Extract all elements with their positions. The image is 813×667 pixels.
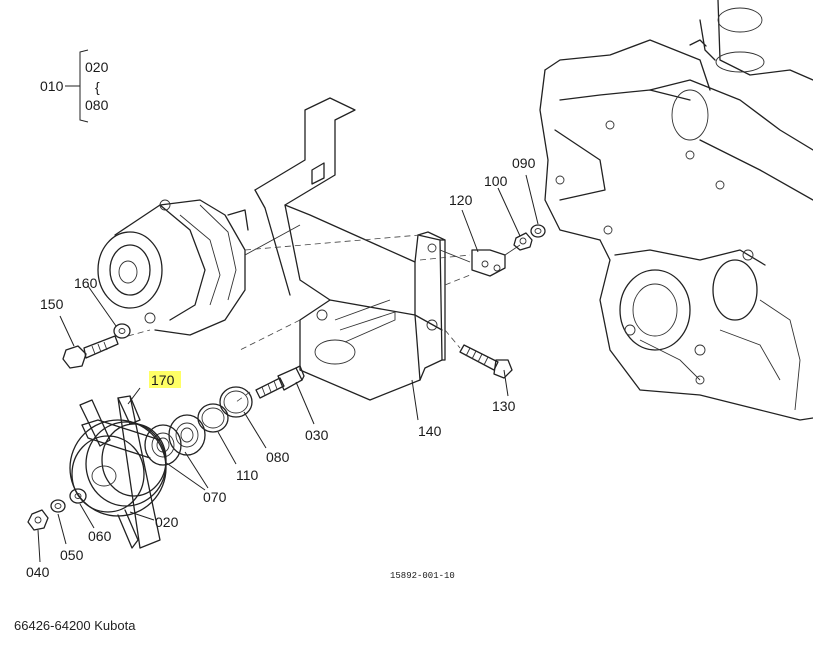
part-label-130[interactable]: 130 — [492, 398, 516, 414]
part-label-160[interactable]: 160 — [74, 275, 98, 291]
part-label-030[interactable]: 030 — [305, 427, 329, 443]
parts-diagram: 010 020 { 080 020 030 040 050 060 070 08… — [26, 0, 813, 581]
part-labels: 010 020 { 080 020 030 040 050 060 070 08… — [26, 59, 536, 580]
clip-and-fasteners — [471, 224, 546, 277]
highlight-170 — [149, 371, 181, 388]
part-label-070[interactable]: 070 — [203, 489, 227, 505]
bolt-150 — [62, 323, 131, 369]
range-label-mark: { — [95, 79, 100, 95]
part-label-090[interactable]: 090 — [512, 155, 536, 171]
drawing-number: 15892-001-10 — [390, 571, 455, 581]
caption: 66426-64200 Kubota — [14, 618, 136, 633]
bearings-070 — [144, 414, 206, 466]
part-label-040[interactable]: 040 — [26, 564, 50, 580]
leader-lines — [37, 49, 539, 563]
part-label-050[interactable]: 050 — [60, 547, 84, 563]
part-label-010[interactable]: 010 — [40, 78, 64, 94]
part-label-080[interactable]: 080 — [266, 449, 290, 465]
part-label-110[interactable]: 110 — [236, 467, 259, 483]
alternator — [97, 199, 301, 336]
part-label-020[interactable]: 020 — [155, 514, 179, 530]
part-label-060[interactable]: 060 — [88, 528, 112, 544]
range-label-from: 020 — [85, 59, 109, 75]
shaft-030 — [255, 365, 305, 399]
part-label-120[interactable]: 120 — [449, 192, 473, 208]
part-label-170[interactable]: 170 — [151, 372, 175, 388]
bolt-130 — [459, 344, 513, 379]
bracket-assembly — [254, 97, 471, 401]
assembly-lines — [127, 234, 471, 403]
part-label-140[interactable]: 140 — [418, 423, 442, 439]
part-label-150[interactable]: 150 — [40, 296, 64, 312]
engine-block — [539, 0, 813, 421]
range-label-to: 080 — [85, 97, 109, 113]
rings — [197, 386, 253, 433]
part-label-100[interactable]: 100 — [484, 173, 508, 189]
pulley-and-belt — [69, 395, 167, 549]
nut-and-washers — [27, 488, 87, 531]
